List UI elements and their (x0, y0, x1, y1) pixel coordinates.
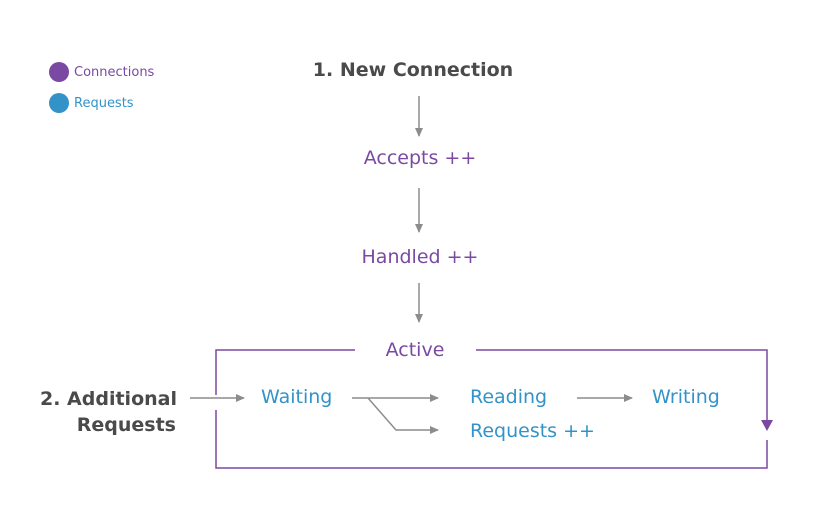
additional-requests-line2: Requests (76, 414, 176, 436)
connections-swatch-icon (49, 62, 69, 82)
active-loop-top-right (476, 349, 768, 420)
new-connection-node: 1. New Connection (312, 59, 514, 81)
additional-requests-node: 2. Additional Requests (40, 386, 177, 438)
active-node: Active (385, 339, 445, 361)
additional-requests-line1: 2. Additional (40, 388, 177, 410)
requests-counter-node: Requests ++ (470, 420, 595, 442)
active-loop-arrowhead (761, 420, 773, 431)
reading-node: Reading (470, 386, 548, 408)
legend-requests-label: Requests (74, 95, 134, 111)
legend-requests: Requests (49, 93, 134, 113)
active-loop-top-left (215, 349, 355, 395)
handled-node: Handled ++ (361, 246, 479, 268)
accepts-node: Accepts ++ (363, 147, 477, 169)
legend-connections-label: Connections (74, 64, 155, 80)
waiting-node: Waiting (261, 386, 333, 408)
legend-connections: Connections (49, 62, 154, 82)
active-loop-bottom (215, 410, 768, 469)
arrow-waiting-to-requests (367, 397, 439, 434)
requests-swatch-icon (49, 93, 69, 113)
writing-node: Writing (652, 386, 720, 408)
